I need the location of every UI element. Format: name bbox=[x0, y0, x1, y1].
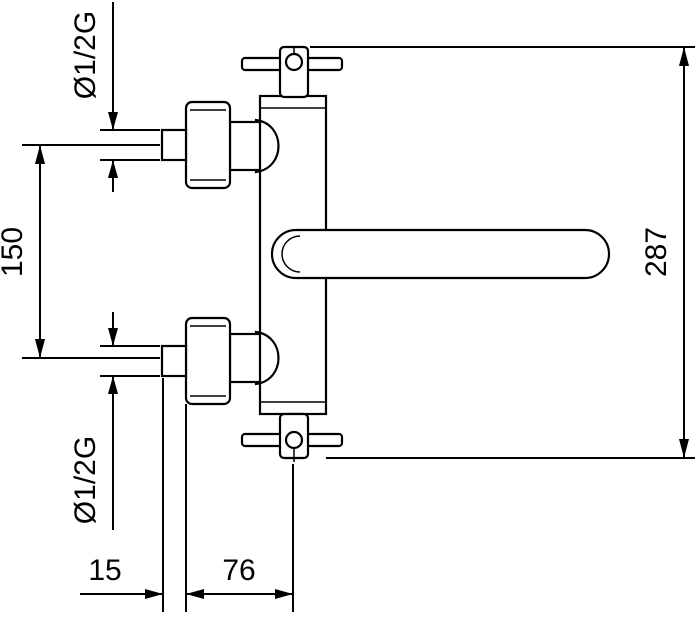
top-cross-handle bbox=[240, 45, 344, 99]
thread-top-label: Ø1/2G bbox=[69, 11, 102, 99]
spout bbox=[270, 228, 611, 280]
dimension-inlet-spacing: 150 bbox=[0, 144, 160, 359]
dimension-horizontal: 15 76 bbox=[80, 378, 294, 612]
dimension-thread-bottom: Ø1/2G bbox=[69, 312, 160, 530]
height-label: 287 bbox=[640, 227, 673, 277]
offset-inlet-label: 15 bbox=[88, 554, 121, 587]
spacing-label: 150 bbox=[0, 227, 29, 277]
bottom-inlet-connector bbox=[160, 316, 280, 406]
dimension-height: 287 bbox=[310, 46, 695, 459]
dimension-thread-top: Ø1/2G bbox=[69, 2, 160, 192]
mixer-body bbox=[160, 45, 611, 462]
offset-body-label: 76 bbox=[222, 554, 255, 587]
thread-bottom-label: Ø1/2G bbox=[69, 436, 102, 524]
bottom-cross-handle bbox=[240, 412, 344, 462]
top-inlet-connector bbox=[160, 100, 280, 190]
